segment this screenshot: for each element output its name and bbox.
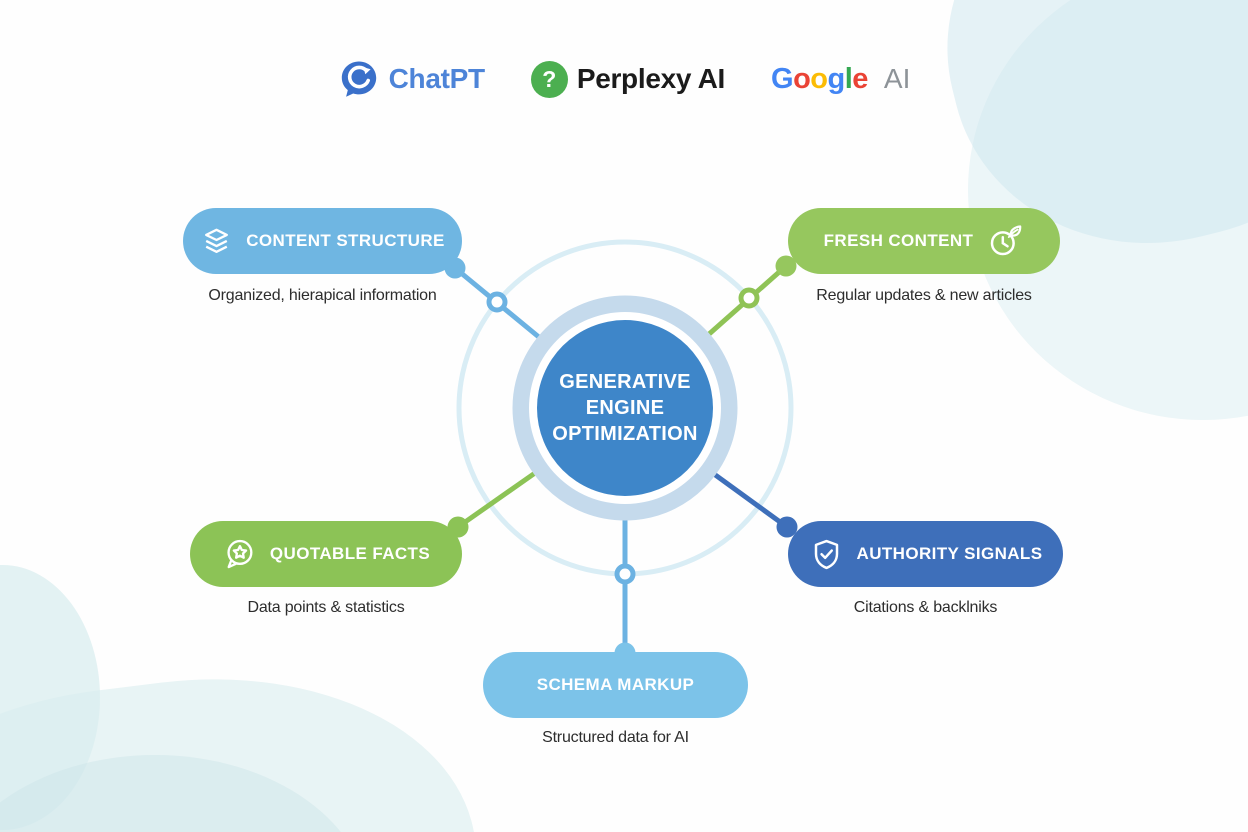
pill-label: FRESH CONTENT xyxy=(823,231,974,250)
pill-label: QUOTABLE FACTS xyxy=(269,544,431,563)
clock-leaf-icon xyxy=(991,225,1022,256)
center-circle xyxy=(537,320,713,496)
shield-check-icon xyxy=(814,539,838,569)
pill-anchor-dot xyxy=(776,516,798,538)
google-letter: l xyxy=(844,62,853,95)
subtitle-fresh-content: Regular updates & new articles xyxy=(816,287,1032,304)
pill-anchor-dot xyxy=(775,255,797,277)
orbit-node-dot xyxy=(738,287,760,309)
pill-label: AUTHORITY SIGNALS xyxy=(856,544,1043,563)
orbit-node-dot xyxy=(614,563,636,585)
google-letter: o xyxy=(810,62,828,95)
ai-engine-logo-row: ChatPT ? Perplexy AI Google AI xyxy=(0,58,1248,100)
subtitle-schema-markup: Structured data for AI xyxy=(542,729,689,746)
chatpt-label: ChatPT xyxy=(388,63,486,94)
google-letter: g xyxy=(827,62,846,95)
pill-content-structure: CONTENT STRUCTURE xyxy=(183,208,462,274)
center-title-line: ENGINE xyxy=(585,397,665,419)
subtitle-authority-signals: Citations & backlniks xyxy=(853,599,998,616)
orbit-node-dot xyxy=(486,291,508,313)
layers-icon xyxy=(205,228,229,253)
speech-bubble-star-icon xyxy=(227,539,253,568)
chatpt-logo: ChatPT xyxy=(338,58,485,100)
pill-label: CONTENT STRUCTURE xyxy=(246,231,445,250)
pill-authority-signals: AUTHORITY SIGNALS xyxy=(788,521,1063,587)
perplexy-label: Perplexy AI xyxy=(576,63,725,94)
google-ai-logo: Google AI xyxy=(771,63,910,96)
pill-schema-markup: SCHEMA MARKUP xyxy=(483,652,748,718)
connector-line-authority-signals xyxy=(712,471,789,530)
center-title-line: GENERATIVE xyxy=(559,371,691,393)
pill-fresh-content: FRESH CONTENT xyxy=(788,208,1060,274)
pill-label: SCHEMA MARKUP xyxy=(536,675,695,694)
google-letter: G xyxy=(771,62,794,95)
perplexy-logo: ? Perplexy AI xyxy=(530,60,725,98)
google-wordmark: Google xyxy=(771,63,868,96)
google-letter: e xyxy=(852,62,868,95)
connector-line-quotable-facts xyxy=(456,470,537,530)
perplexy-question-icon: ? xyxy=(530,60,568,98)
center-title: GENERATIVE ENGINE OPTIMIZATION xyxy=(537,320,713,496)
pill-quotable-facts: QUOTABLE FACTS xyxy=(190,521,462,587)
subtitle-quotable-facts: Data points & statistics xyxy=(247,599,405,616)
subtitle-content-structure: Organized, hierapical information xyxy=(208,287,437,304)
google-letter: o xyxy=(793,62,811,95)
chatpt-bubble-icon xyxy=(341,61,376,97)
center-title-line: OPTIMIZATION xyxy=(552,423,698,445)
google-ai-suffix: AI xyxy=(883,63,911,94)
center-halo-band xyxy=(512,295,738,521)
